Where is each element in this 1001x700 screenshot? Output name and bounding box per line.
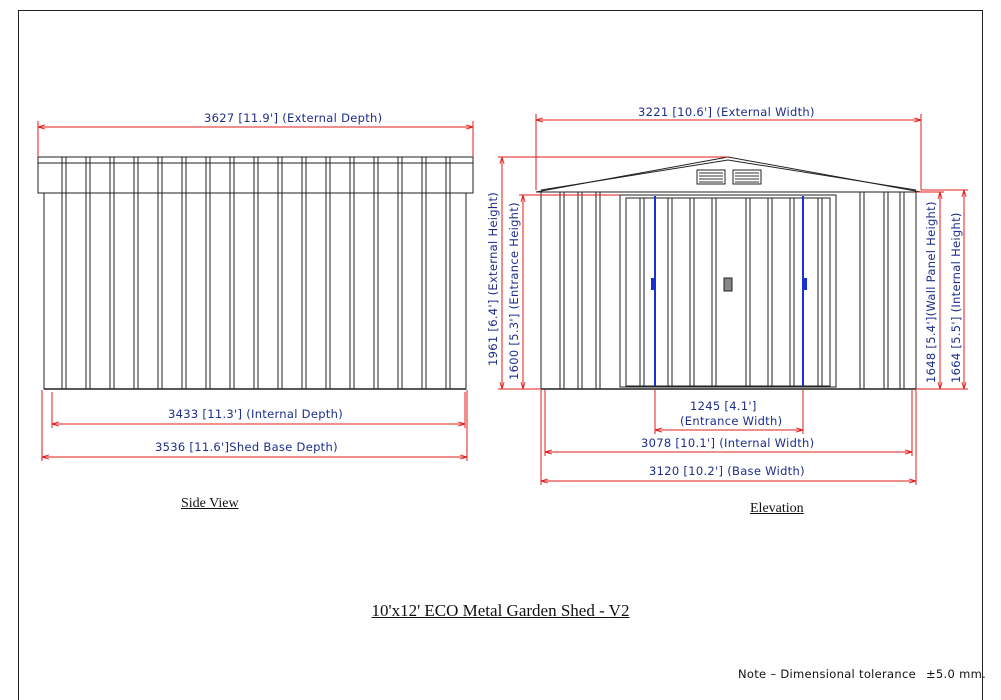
- external-depth-label: 3627 [11.9'] (External Depth): [204, 111, 382, 125]
- door-trims: [651, 196, 807, 386]
- internal-width-label: 3078 [10.1'] (Internal Width): [641, 436, 814, 450]
- entrance-height-label: 1600 [5.3'] (Entrance Height): [507, 202, 521, 380]
- side-view-drawing: [37, 156, 474, 390]
- base-depth-label: 3536 [11.6']Shed Base Depth): [155, 440, 338, 454]
- side-wall: [43, 192, 467, 390]
- elevation-drawing: [535, 156, 922, 390]
- side-view-caption: Side View: [181, 496, 239, 511]
- door-frame: [619, 194, 837, 388]
- entrance-width-label: (Entrance Width): [680, 414, 782, 428]
- tolerance-value: ±5.0 mm.: [926, 667, 987, 681]
- elevation-caption: Elevation: [750, 501, 804, 516]
- tolerance-note: Note – Dimensional tolerance ±5.0 mm.: [738, 667, 986, 681]
- tolerance-label: Note – Dimensional tolerance: [738, 667, 916, 681]
- base-width-label: 3120 [10.2'] (Base Width): [649, 464, 805, 478]
- external-height-label: 1961 [6.4'] (External Height): [486, 192, 500, 366]
- internal-depth-label: 3433 [11.3'] (Internal Depth): [168, 407, 343, 421]
- drawing-frame: [18, 10, 983, 700]
- side-roof: [37, 156, 474, 194]
- elevation-dimensions: [498, 114, 968, 485]
- gable-roof: [535, 156, 922, 193]
- entrance-width-value: 1245 [4.1']: [690, 399, 757, 413]
- side-dimensions: [37, 121, 474, 461]
- internal-height-label: 1664 [5.5'] (Internal Height): [949, 212, 963, 383]
- door-handle: [723, 277, 733, 292]
- wall-panel-height-label: 1648 [5.4'](Wall Panel Height): [924, 201, 938, 383]
- drawing-title-text: 10'x12' ECO Metal Garden Shed - V2: [371, 601, 630, 620]
- drawing-title: 10'x12' ECO Metal Garden Shed - V2: [0, 601, 1001, 621]
- external-width-label: 3221 [10.6'] (External Width): [638, 105, 815, 119]
